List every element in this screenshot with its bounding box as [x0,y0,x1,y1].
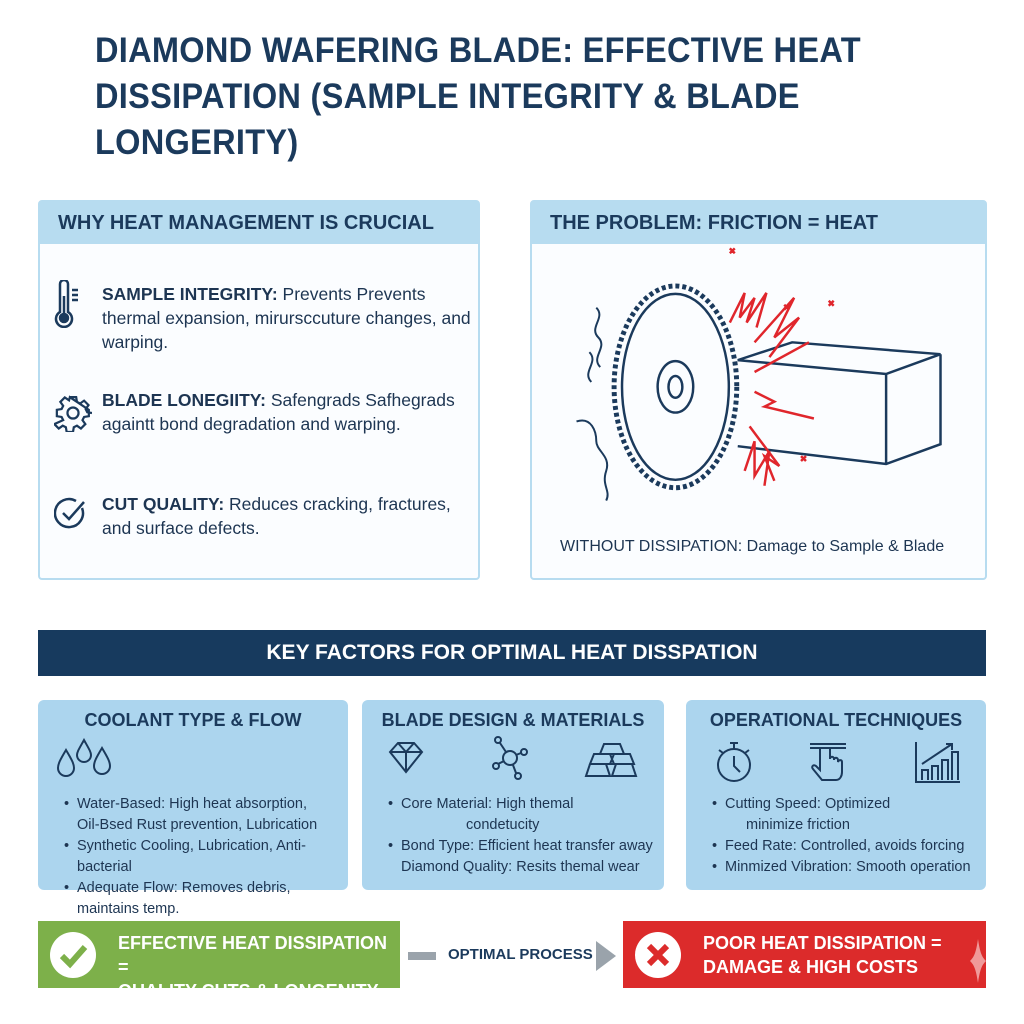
problem-heading: THE PROBLEM: FRICTION = HEAT [532,202,985,244]
item-label: SAMPLE INTEGRITY: [102,284,278,304]
card-coolant: COOLANT TYPE & FLOW Water-Based: High he… [38,700,348,917]
optimal-process-label: OPTIMAL PROCESS [448,946,593,963]
poor-dissipation-box: POOR HEAT DISSIPATION = DAMAGE & HIGH COS… [623,921,986,988]
good-line-1: EFFECTIVE HEAT DISSIPATION = [118,933,388,977]
good-line-2: QUALITY CUTS & LONGENITY [118,981,379,1001]
coolant-list: Water-Based: High heat absorption, Oil-B… [64,794,348,920]
list-item: Oil-Bsed Rust prevention, Lubrication [77,817,318,833]
hand-pointer-icon [810,743,846,781]
card-operational: OPERATIONAL TECHNIQUES Cutting Speed: Op… [686,700,986,890]
list-item: Minmized Vibration: Smooth operation [712,857,971,878]
card-blade-design: BLADE DESIGN & MATERIALS Core Material: … [362,700,664,890]
blade-longevity-item: BLADE LONEGIITY: Safengrads Safhegrads a… [102,388,482,436]
list-item: Water-Based: High heat absorption, [64,794,348,815]
water-drops-icon [56,738,112,777]
problem-caption: WITHOUT DISSIPATION: Damage to Sample & … [560,538,945,555]
check-circle-icon [54,497,85,529]
why-heat-panel: WHY HEAT MANAGEMENT IS CRUCIAL SAMPLE IN… [38,200,480,580]
thermometer-icon [54,280,78,328]
key-factors-banner: KEY FACTORS FOR OPTIMAL HEAT DISSPATION [38,630,986,676]
card-title: COOLANT TYPE & FLOW [84,710,302,730]
sparkle-icon [970,939,986,983]
blade-design-list: Core Material: High themal condetucity B… [388,794,653,878]
blade-friction-illustration [576,247,942,502]
metal-ingots-icon [584,743,638,777]
list-item: Bond Type: Efficient heat transfer away [388,836,653,857]
list-item: condetucity [466,817,540,833]
list-item: minimize friction [746,817,850,833]
check-icon [50,932,96,978]
card-title: OPERATIONAL TECHNIQUES [709,710,963,730]
title-line-1: DIAMOND WAFERING BLADE: EFFECTIVE HEAT [95,31,861,70]
problem-panel: THE PROBLEM: FRICTION = HEAT WITHOUT DIS… [530,200,987,580]
list-item: Core Material: High themal [388,794,653,815]
arrow-right-icon [596,941,616,971]
title-line-2: DISSIPATION (SAMPLE INTEGRITY & BLADE LO… [95,77,800,162]
cut-quality-item: CUT QUALITY: Reduces cracking, fractures… [102,492,482,540]
molecule-icon [492,736,528,780]
poor-text: POOR HEAT DISSIPATION = DAMAGE & HIGH COS… [703,931,942,979]
list-item: Diamond Quality: Resits themal wear [401,859,640,875]
card-title: BLADE DESIGN & MATERIALS [381,710,645,730]
item-text: Prevents Prevents thermal expansion, mir… [102,284,471,352]
item-label: BLADE LONEGIITY: [102,390,266,410]
bad-line-2: DAMAGE & HIGH COSTS [703,957,919,977]
process-arrow-tail [408,952,436,960]
list-item: Adequate Flow: Removes debris, maintains… [64,878,348,920]
bad-line-1: POOR HEAT DISSIPATION = [703,933,942,953]
diamond-icon [388,742,424,774]
sample-integrity-item: SAMPLE INTEGRITY: Prevents Prevents ther… [102,282,482,354]
operational-list: Cutting Speed: Optimized minimize fricti… [712,794,971,878]
effective-text: EFFECTIVE HEAT DISSIPATION = QUALITY CUTS… [118,931,400,1003]
item-text: Safengrads Safhegrads againtt bond degra… [102,390,455,434]
saw-blade-icon [576,283,942,502]
stopwatch-icon [717,742,751,782]
heat-spark-icon [728,247,835,486]
growth-chart-icon [915,742,960,783]
effective-dissipation-box: EFFECTIVE HEAT DISSIPATION = QUALITY CUTS… [38,921,400,1001]
item-label: CUT QUALITY: [102,494,225,514]
list-item: Feed Rate: Controlled, avoids forcing [712,836,971,857]
list-item: Synthetic Cooling, Lubrication, Anti-bac… [64,836,348,878]
item-text: Reduces cracking, fractures, and surface… [102,494,451,538]
list-item: Cutting Speed: Optimized [712,794,971,815]
page-title: DIAMOND WAFERING BLADE: EFFECTIVE HEAT D… [95,28,959,166]
gear-icon [54,395,92,432]
x-icon [635,932,681,978]
why-heat-heading: WHY HEAT MANAGEMENT IS CRUCIAL [40,202,478,244]
